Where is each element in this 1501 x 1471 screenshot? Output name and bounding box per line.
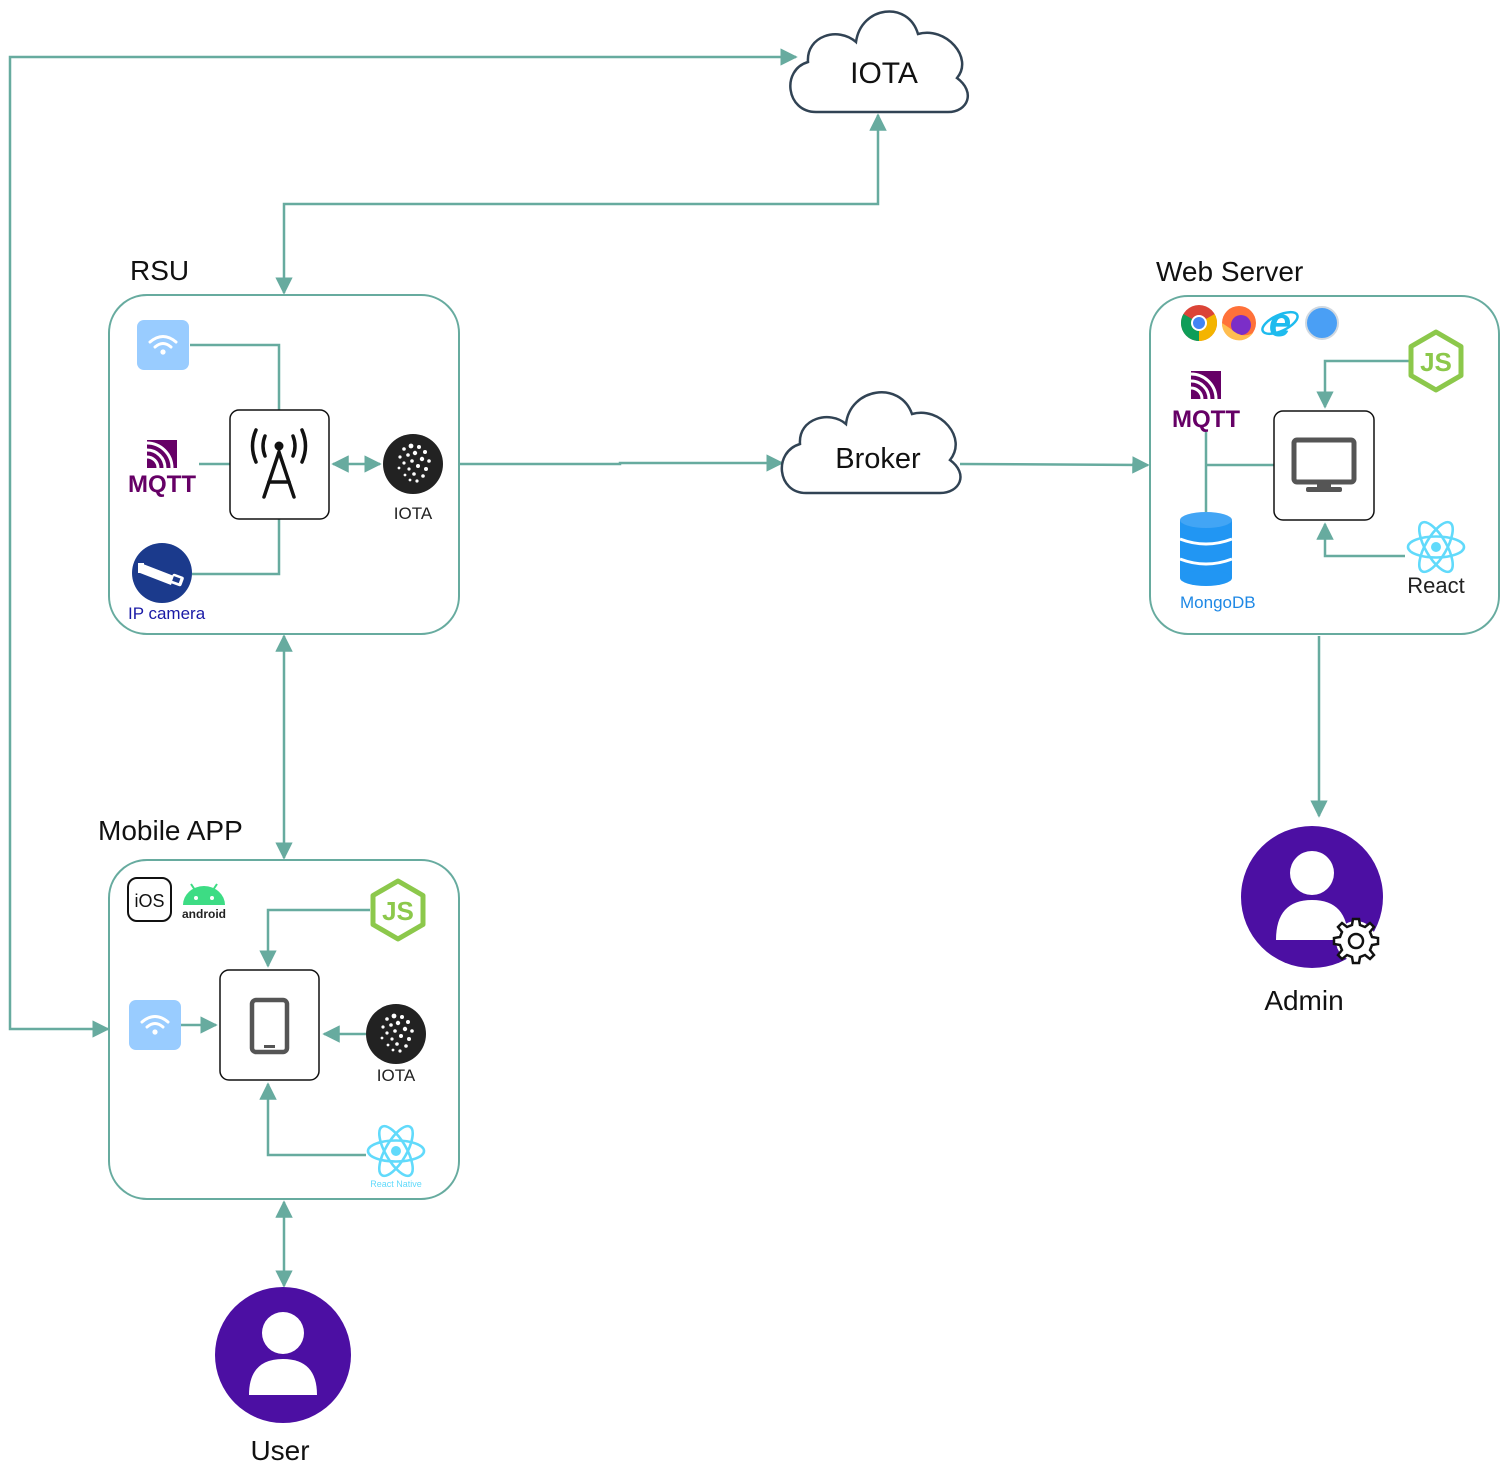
connector-mobile-react-device	[259, 1082, 366, 1157]
ios-label: iOS	[134, 891, 164, 911]
connector-iota-rsu	[275, 113, 887, 295]
wifi-icon	[137, 320, 189, 370]
android-label: android	[182, 907, 226, 921]
react-native-icon	[366, 1120, 426, 1182]
connector-iota-mobile	[8, 48, 798, 1038]
iota-logo-icon	[383, 434, 443, 494]
mqtt-label: MQTT	[128, 471, 196, 498]
mongodb-label: MongoDB	[1180, 593, 1256, 612]
ios-icon: iOS	[127, 877, 172, 922]
mqtt-logo-icon: MQTT	[128, 438, 196, 498]
connector-rsu-broker	[459, 454, 784, 472]
internet-explorer-icon: e	[1261, 301, 1299, 345]
connector-rsu-wifi-tower	[190, 343, 281, 410]
broker-cloud-label: Broker	[835, 443, 921, 475]
connectors	[8, 48, 1410, 1288]
rsu-title: RSU	[130, 255, 189, 286]
connector-rsu-camera-tower	[192, 519, 281, 576]
mobile-app-title: Mobile APP	[98, 815, 243, 846]
connector-web-react-monitor	[1316, 522, 1405, 558]
react-icon	[1406, 516, 1466, 578]
nodejs-icon: JS	[373, 881, 423, 939]
firefox-icon	[1221, 306, 1256, 341]
user-label: User	[250, 1435, 309, 1466]
tablet-icon	[219, 969, 320, 1081]
connector-web-node-monitor	[1316, 359, 1410, 409]
database-icon	[1179, 512, 1233, 586]
mobile-js-label: JS	[382, 896, 414, 926]
android-icon: android	[182, 883, 226, 921]
nodejs-icon: JS	[1411, 332, 1461, 390]
broker-cloud: Broker	[780, 391, 962, 495]
iota-cloud: IOTA	[789, 10, 969, 114]
mqtt-logo-icon: MQTT	[1172, 369, 1240, 433]
connector-broker-web	[959, 456, 1150, 474]
web-js-label: JS	[1420, 347, 1452, 377]
web-mqtt-label: MQTT	[1172, 406, 1240, 433]
wifi-icon	[129, 1000, 181, 1050]
mobile-iota-label: IOTA	[377, 1066, 416, 1085]
admin-label: Admin	[1264, 985, 1343, 1016]
svg-text:e: e	[1269, 301, 1291, 345]
web-server-group: Web Server e JS	[1149, 256, 1500, 635]
react-label: React	[1407, 573, 1464, 598]
connector-mobile-node-device	[259, 908, 370, 968]
rsu-iota-label: IOTA	[394, 504, 433, 523]
web-server-container	[1149, 295, 1500, 635]
iota-logo-icon	[366, 1004, 426, 1064]
mobile-app-group: Mobile APP iOS android JS	[98, 815, 460, 1200]
chrome-icon	[1180, 305, 1218, 341]
safari-icon	[1305, 306, 1339, 340]
rsu-group: RSU MQTT IOTA	[108, 255, 460, 635]
ip-camera-icon	[132, 543, 192, 603]
mobile-app-container	[108, 859, 460, 1200]
rsu-container	[108, 294, 460, 635]
admin-user-icon	[1241, 826, 1383, 968]
user-icon	[215, 1287, 351, 1423]
monitor-icon	[1273, 410, 1375, 521]
ip-camera-label: IP camera	[128, 604, 206, 623]
iota-cloud-label: IOTA	[850, 57, 918, 90]
web-server-title: Web Server	[1156, 256, 1303, 287]
antenna-tower-icon	[229, 409, 330, 520]
react-native-label: React Native	[370, 1179, 422, 1189]
